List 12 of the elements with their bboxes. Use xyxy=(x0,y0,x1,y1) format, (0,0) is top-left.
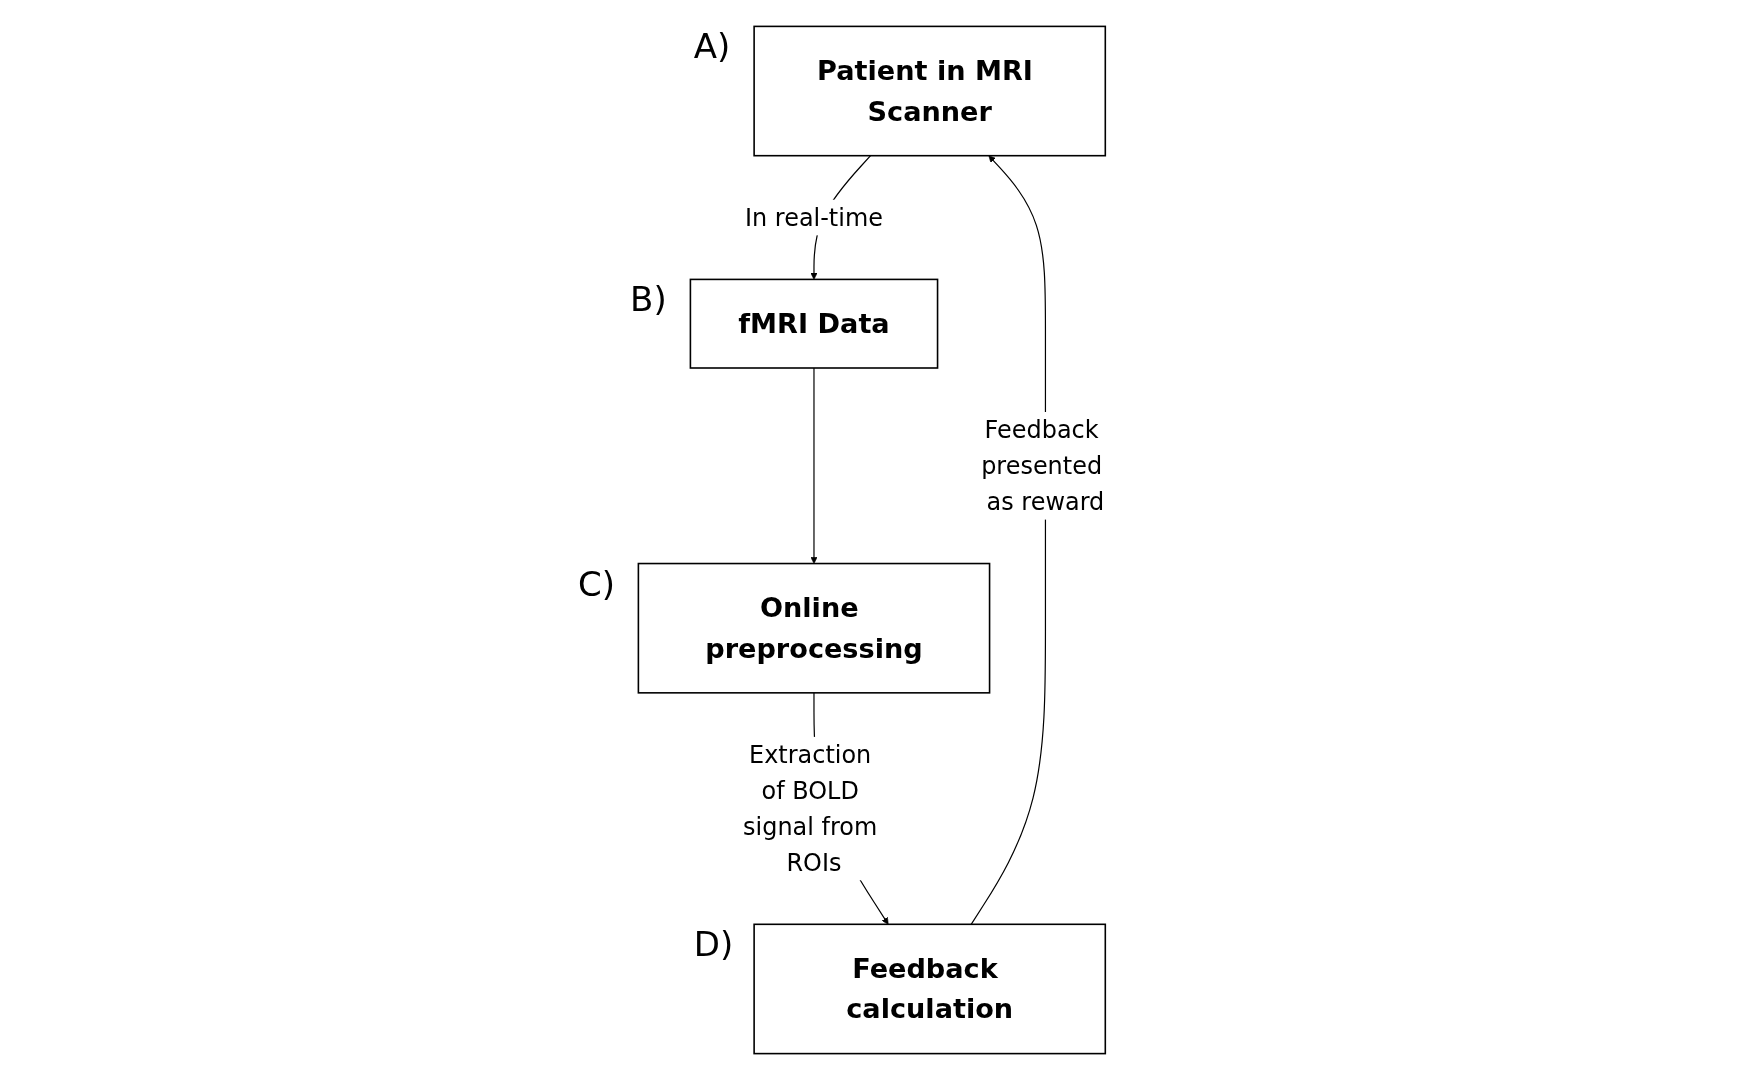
node-box: Feedback calculation xyxy=(753,923,1106,1055)
edge-label: Extraction of BOLD signal from ROIs xyxy=(742,740,877,877)
node-box: Patient in MRI Scanner xyxy=(753,25,1106,157)
node-box: Online preprocessing xyxy=(637,562,991,694)
arrow xyxy=(810,367,818,564)
node-box: fMRI Data xyxy=(689,278,939,369)
panel-letter: D) xyxy=(693,924,734,965)
panel-letter: C) xyxy=(578,563,616,604)
edge-label: In real-time xyxy=(744,203,883,232)
edge-label: Feedback presented as reward xyxy=(980,415,1104,516)
panel-letter: A) xyxy=(693,26,731,67)
panel-letter: B) xyxy=(630,279,667,320)
